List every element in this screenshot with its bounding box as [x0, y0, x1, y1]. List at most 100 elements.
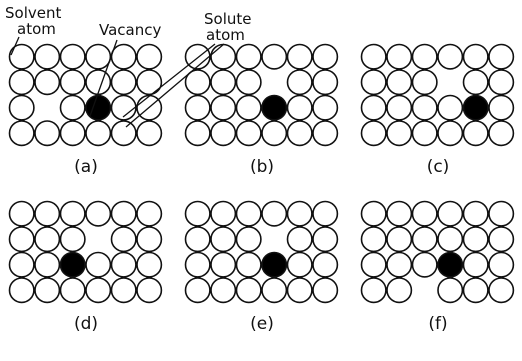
lattice-panel: (e): [184, 200, 339, 334]
solvent-atom: [437, 226, 464, 253]
solvent-atom: [136, 120, 163, 147]
solvent-atom: [34, 226, 61, 253]
solvent-atom: [85, 69, 112, 96]
solvent-atom: [488, 226, 515, 253]
solvent-atom: [235, 120, 262, 147]
panel-caption: (b): [250, 157, 274, 177]
solvent-atom: [386, 120, 413, 147]
solvent-atom: [110, 251, 137, 278]
solvent-atom: [286, 120, 313, 147]
solvent-atom: [34, 43, 61, 70]
solvent-atom: [261, 277, 288, 304]
vacancy-leader-line: [89, 39, 118, 117]
solvent-atom: [411, 200, 438, 227]
solvent-atom: [110, 120, 137, 147]
solvent-atom: [462, 251, 489, 278]
solvent-atom: [488, 69, 515, 96]
solvent-atom: [462, 226, 489, 253]
panel-caption: (d): [74, 314, 98, 334]
solvent-atom: [8, 43, 35, 70]
solute-label-line2: atom: [206, 26, 245, 44]
solvent-atom: [286, 69, 313, 96]
solvent-atom: [312, 94, 339, 121]
vacancy-label: Vacancy: [99, 21, 161, 39]
solvent-atom: [136, 43, 163, 70]
solvent-atom: [184, 251, 211, 278]
solvent-atom: [312, 251, 339, 278]
panel-caption: (e): [250, 314, 274, 334]
solvent-atom: [360, 200, 387, 227]
solvent-atom: [184, 69, 211, 96]
solvent-atom: [34, 200, 61, 227]
solute-atom: [85, 94, 112, 121]
solvent-atom: [184, 94, 211, 121]
solute-leader-line-2: [125, 43, 225, 128]
solvent-atom: [386, 251, 413, 278]
solvent-atom: [312, 69, 339, 96]
panels-group: (a) (b) (c) (d) (e) (f): [8, 43, 515, 334]
solvent-atom: [411, 226, 438, 253]
solvent-atom: [59, 120, 86, 147]
solvent-atom: [8, 120, 35, 147]
solvent-atom: [184, 120, 211, 147]
solvent-atom: [235, 226, 262, 253]
solvent-atom: [110, 277, 137, 304]
solvent-atom: [411, 69, 438, 96]
solvent-atom: [437, 94, 464, 121]
panel-caption: (f): [428, 314, 447, 334]
solvent-atom: [286, 277, 313, 304]
panel-caption: (a): [74, 157, 98, 177]
solvent-atom: [8, 277, 35, 304]
solvent-atom: [386, 43, 413, 70]
solvent-atom: [360, 226, 387, 253]
solvent-atom: [136, 69, 163, 96]
solvent-atom: [312, 200, 339, 227]
solvent-atom: [210, 277, 237, 304]
solvent-atom: [85, 43, 112, 70]
solvent-atom: [235, 94, 262, 121]
solute-leader-line-1: [122, 43, 216, 118]
solvent-atom: [360, 69, 387, 96]
solvent-atom: [286, 226, 313, 253]
solvent-atom: [210, 226, 237, 253]
solute-atom: [261, 251, 288, 278]
solvent-atom: [261, 200, 288, 227]
solvent-atom: [34, 69, 61, 96]
solvent-atom: [85, 251, 112, 278]
solvent-atom: [386, 277, 413, 304]
solvent-atom: [184, 200, 211, 227]
solvent-atom: [462, 120, 489, 147]
solvent-atom: [210, 94, 237, 121]
solvent-atom: [8, 251, 35, 278]
solvent-atom: [235, 277, 262, 304]
solvent-atom: [386, 200, 413, 227]
solute-atom: [437, 251, 464, 278]
solvent-atom: [286, 200, 313, 227]
solvent-atom: [360, 251, 387, 278]
solvent-atom: [59, 43, 86, 70]
solvent-atom: [235, 43, 262, 70]
solvent-atom: [286, 94, 313, 121]
solvent-atom: [286, 251, 313, 278]
solvent-atom: [85, 200, 112, 227]
solvent-atom: [437, 120, 464, 147]
solvent-atom: [462, 277, 489, 304]
solvent-atom: [235, 69, 262, 96]
solvent-atom: [360, 120, 387, 147]
lattice-panel: (f): [360, 200, 515, 334]
solvent-atom: [8, 200, 35, 227]
lattice-panel: (c): [360, 43, 515, 177]
solvent-atom: [110, 69, 137, 96]
solvent-atom: [261, 120, 288, 147]
solvent-atom: [210, 251, 237, 278]
solvent-atom: [59, 226, 86, 253]
solute-atom: [261, 94, 288, 121]
solvent-atom: [312, 277, 339, 304]
solvent-atom: [210, 200, 237, 227]
solvent-atom: [360, 43, 387, 70]
solute-atom: [462, 94, 489, 121]
solvent-atom: [488, 277, 515, 304]
solvent-atom: [235, 200, 262, 227]
solvent-atom: [386, 226, 413, 253]
